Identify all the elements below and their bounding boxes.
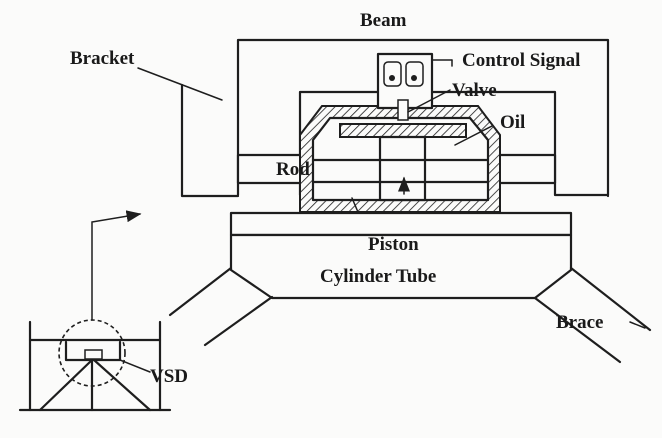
cylinder-tube-base bbox=[229, 211, 573, 237]
valve-stem bbox=[397, 99, 409, 121]
brace-right bbox=[569, 266, 652, 332]
brace-right-2 bbox=[533, 296, 622, 364]
vsd-leg-left bbox=[38, 358, 94, 412]
brace-left bbox=[168, 266, 233, 317]
label-bracket: Bracket bbox=[70, 48, 135, 69]
label-control-signal: Control Signal bbox=[462, 50, 580, 71]
valve-dot-left bbox=[389, 75, 395, 81]
valve-dot-right bbox=[411, 75, 417, 81]
valve-inner-right bbox=[405, 61, 424, 87]
label-cylinder-tube: Cylinder Tube bbox=[320, 266, 436, 287]
vsd-leader bbox=[119, 359, 151, 373]
valve-inner-left bbox=[383, 61, 402, 87]
bracket-leader bbox=[137, 67, 223, 101]
label-brace: Brace bbox=[556, 312, 603, 333]
vsd-leg-right bbox=[92, 358, 152, 412]
brace-leader bbox=[629, 321, 646, 329]
label-valve: Valve bbox=[452, 80, 497, 101]
piston-plate bbox=[339, 123, 467, 138]
vsd-core bbox=[84, 349, 103, 360]
bracket-left bbox=[180, 83, 240, 198]
oil-leader bbox=[454, 125, 493, 146]
piston-column bbox=[378, 135, 427, 202]
valve-leader bbox=[407, 89, 451, 113]
label-beam: Beam bbox=[360, 10, 407, 31]
vsd-signal-line bbox=[91, 210, 142, 321]
label-piston: Piston bbox=[368, 234, 419, 255]
beam-frame bbox=[236, 38, 610, 197]
label-rod: Rod bbox=[276, 159, 310, 180]
brace-left-2 bbox=[203, 295, 274, 347]
label-vsd: VSD bbox=[150, 366, 188, 387]
label-oil: Oil bbox=[500, 112, 525, 133]
